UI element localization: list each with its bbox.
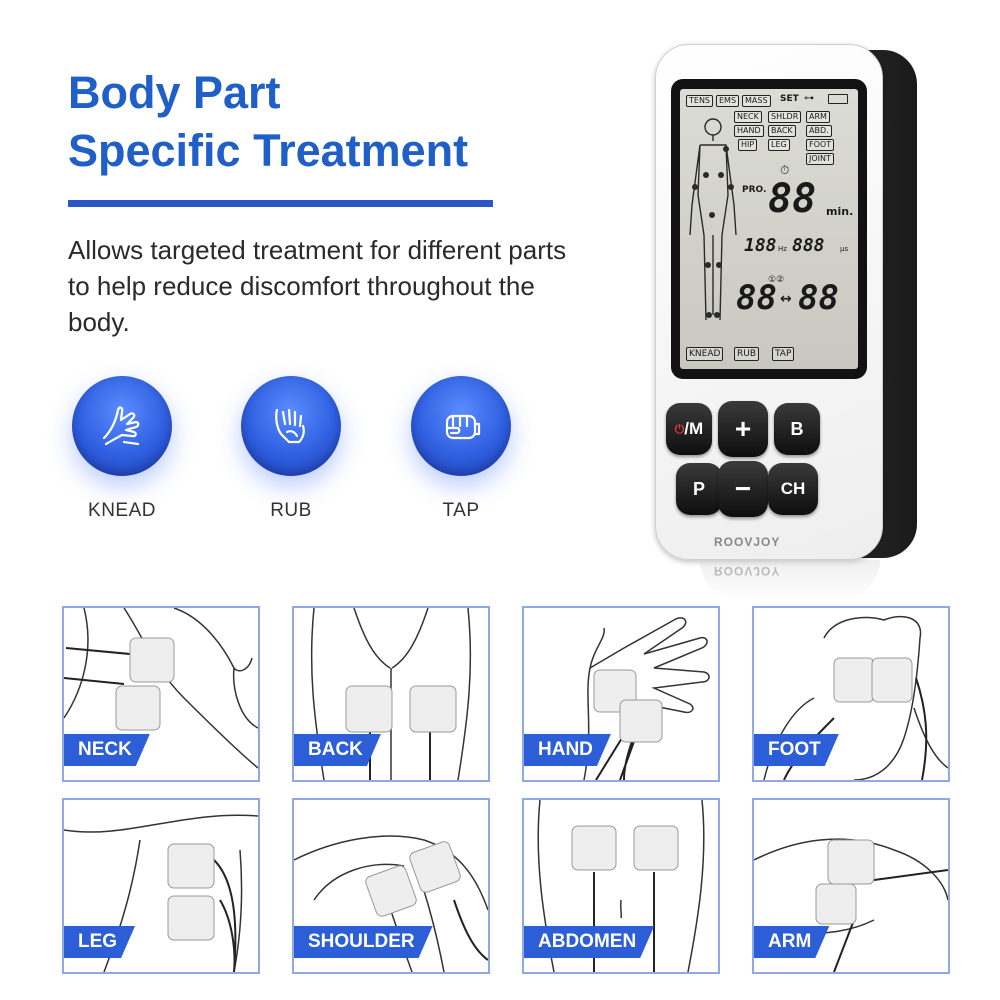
device-reflection: ROOVJOY: [700, 560, 880, 600]
hand-illustration: [583, 617, 710, 780]
lcd-pulse-value: 888: [792, 235, 825, 256]
mode-rub: RUB: [236, 376, 346, 522]
lcd-part-hand: HAND: [734, 125, 764, 137]
placement-card-foot: FOOT: [752, 606, 950, 782]
shoulder-illustration: [294, 835, 488, 972]
lcd-mode-tens: TENS: [686, 95, 714, 107]
lcd-pro-label: PRO.: [742, 185, 767, 195]
lcd-tech-knead: KNEAD: [686, 347, 724, 361]
battery-icon: [828, 94, 848, 104]
lcd-tech-tap: TAP: [772, 347, 795, 361]
power-icon: ⏻: [674, 421, 685, 436]
lcd-part-abd: ABD.: [806, 125, 832, 137]
placement-label-abdomen: ABDOMEN: [522, 926, 654, 958]
neck-illustration: [64, 608, 258, 769]
placement-card-arm: ARM: [752, 798, 950, 974]
title-line-1: Body Part: [68, 67, 281, 118]
b-button[interactable]: B: [774, 403, 820, 455]
foot-illustration: [763, 615, 948, 780]
mode-tap-label: TAP: [442, 500, 480, 521]
brand-logo: ROOVJOY: [714, 535, 781, 549]
placement-label-hand: HAND: [522, 734, 611, 766]
lcd-part-neck: NECK: [734, 111, 762, 123]
placement-label-foot: FOOT: [752, 734, 839, 766]
lcd-set-label: SET: [780, 94, 799, 104]
power-mode-button[interactable]: ⏻/M: [666, 403, 712, 455]
placement-label-leg: LEG: [62, 926, 135, 958]
placement-card-shoulder: SHOULDER: [292, 798, 490, 974]
knead-hand-icon: [72, 376, 172, 476]
lcd-left-intensity: 88: [736, 278, 777, 318]
description-text: Allows targeted treatment for different …: [68, 235, 567, 337]
lcd-pulse-unit: μs: [840, 245, 849, 253]
lcd-part-back: BACK: [768, 125, 796, 137]
placement-label-shoulder: SHOULDER: [292, 926, 433, 958]
plus-button[interactable]: +: [718, 401, 768, 457]
mode-knead-label: KNEAD: [88, 500, 156, 521]
abdomen-illustration: [537, 800, 705, 972]
arm-illustration: [754, 838, 948, 972]
device-front-shell: TENS EMS MASS SET ⊶ NECK SHLDR ARM HAND …: [655, 44, 883, 560]
lcd-tech-rub: RUB: [734, 347, 760, 361]
lcd-timer-unit: min.: [826, 205, 854, 218]
placement-label-arm: ARM: [752, 926, 829, 958]
page-title: Body Part Specific Treatment: [68, 64, 468, 180]
placement-card-leg: LEG: [62, 798, 260, 974]
rub-hand-icon: [241, 376, 341, 476]
lcd-part-shldr: SHLDR: [768, 111, 802, 123]
lcd-display: TENS EMS MASS SET ⊶ NECK SHLDR ARM HAND …: [680, 89, 858, 369]
leg-illustration: [64, 814, 258, 972]
mode-rub-label: RUB: [270, 500, 312, 521]
lcd-mode-mass: MASS: [742, 95, 771, 107]
lcd-part-leg: LEG: [768, 139, 790, 151]
ch-button[interactable]: CH: [768, 463, 818, 515]
lcd-timer-value: 88: [768, 176, 817, 222]
mode-tap: TAP: [406, 376, 516, 522]
lcd-part-joint: JOINT: [806, 153, 834, 165]
timer-clock-icon: ⏱: [780, 163, 790, 177]
placement-label-back: BACK: [292, 734, 381, 766]
lcd-part-arm: ARM: [806, 111, 830, 123]
title-underline: [68, 200, 493, 207]
body-figure-icon: [689, 118, 737, 321]
placement-card-abdomen: ABDOMEN: [522, 798, 720, 974]
lcd-freq-value: 188: [744, 235, 777, 256]
back-illustration: [310, 608, 472, 780]
tens-device: TENS EMS MASS SET ⊶ NECK SHLDR ARM HAND …: [655, 44, 917, 564]
tap-fist-icon: [411, 376, 511, 476]
placement-card-hand: HAND: [522, 606, 720, 782]
minus-button[interactable]: −: [718, 461, 768, 517]
lcd-mode-ems: EMS: [716, 95, 740, 107]
lcd-arrow: ↔: [780, 291, 792, 307]
lcd-freq-unit: Hz: [778, 245, 787, 253]
lcd-right-intensity: 88: [798, 278, 839, 318]
lcd-channel-marks: ①②: [768, 275, 785, 285]
key-lock-icon: ⊶: [804, 93, 814, 104]
lcd-part-hip: HIP: [738, 139, 758, 151]
p-button[interactable]: P: [676, 463, 722, 515]
title-line-2: Specific Treatment: [68, 125, 469, 176]
placement-card-neck: NECK: [62, 606, 260, 782]
placement-card-back: BACK: [292, 606, 490, 782]
placement-label-neck: NECK: [62, 734, 150, 766]
mode-knead: KNEAD: [67, 376, 177, 522]
lcd-part-foot: FOOT: [806, 139, 835, 151]
